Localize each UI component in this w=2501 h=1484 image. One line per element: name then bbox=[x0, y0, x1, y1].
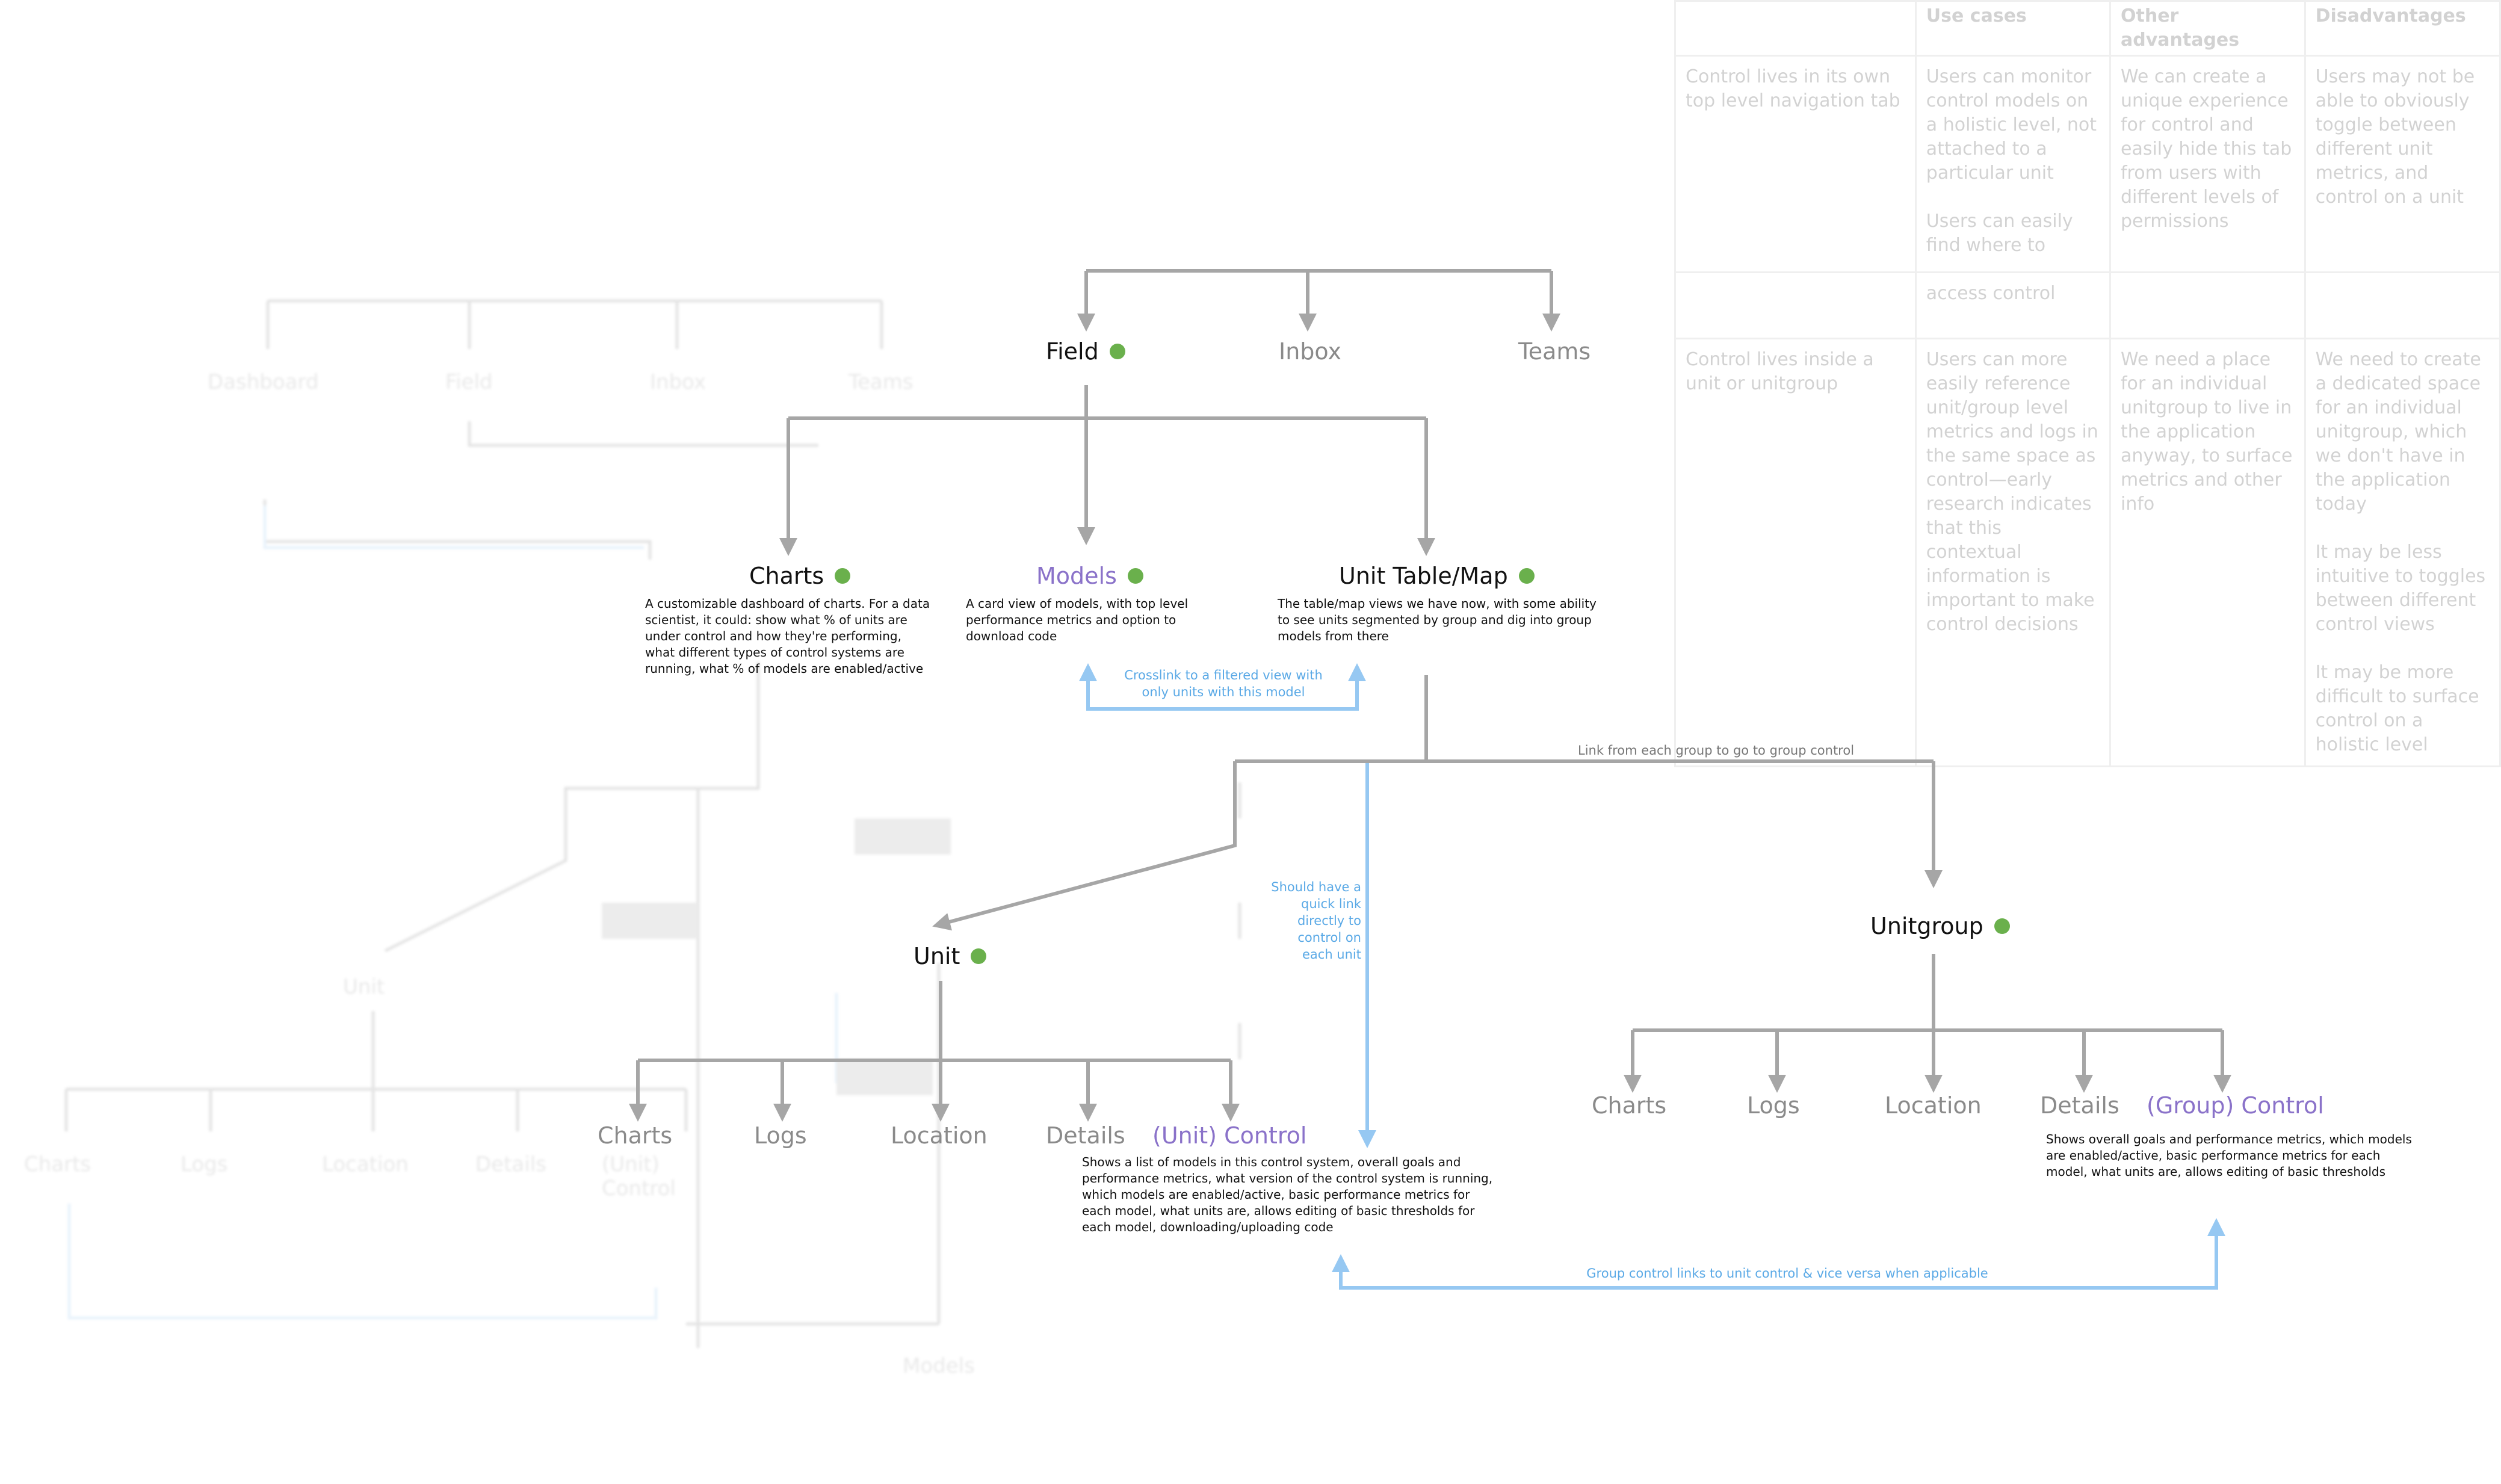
table-cell: We need a place for an individual unitgr… bbox=[2109, 338, 2306, 767]
table-cell: Users can monitor control models on a ho… bbox=[1914, 55, 2112, 273]
unit-control-description: Shows a list of models in this control s… bbox=[1082, 1155, 1493, 1234]
status-dot bbox=[1518, 568, 1535, 584]
node-group-location: Location bbox=[1885, 1092, 1982, 1119]
node-unit: Unit bbox=[914, 943, 987, 969]
table-cell bbox=[2304, 271, 2501, 339]
table-cell: Users may not be able to obviously toggl… bbox=[2304, 55, 2501, 273]
table-cell: Users can more easily reference unit/gro… bbox=[1914, 338, 2112, 767]
node-inbox: Inbox bbox=[1279, 338, 1341, 365]
table-row: Control lives in its own top level navig… bbox=[1674, 55, 2501, 273]
table-cell bbox=[1674, 271, 1917, 339]
table-row: access control bbox=[1674, 271, 2501, 339]
table-cell: We need to create a dedicated space for … bbox=[2304, 338, 2501, 767]
node-models-label: Models bbox=[1036, 563, 1117, 589]
node-unitgroup: Unitgroup bbox=[1870, 913, 2010, 939]
table-cell: access control bbox=[1914, 271, 2112, 339]
node-unit-control: (Unit) Control bbox=[1152, 1122, 1307, 1149]
unit-table-map-description: The table/map views we have now, with so… bbox=[1278, 596, 1597, 643]
quick-link-note: Should have a quick link directly to con… bbox=[1271, 880, 1361, 962]
node-unit-details: Details bbox=[1046, 1122, 1125, 1149]
ghost-charts: Charts bbox=[24, 1152, 91, 1176]
crosslink-models-note: Crosslink to a filtered view with only u… bbox=[1124, 668, 1323, 699]
node-unit-label: Unit bbox=[914, 943, 960, 969]
table-cell: We can create a unique experience for co… bbox=[2109, 55, 2306, 273]
table-header: Use cases bbox=[1914, 0, 2112, 57]
status-dot bbox=[1109, 344, 1125, 359]
node-field: Field bbox=[1046, 338, 1125, 365]
node-unit-logs: Logs bbox=[754, 1122, 807, 1149]
ghost-inbox: Inbox bbox=[650, 370, 706, 394]
node-unit-table-map-label: Unit Table/Map bbox=[1339, 563, 1508, 589]
status-dot bbox=[971, 948, 987, 964]
ghost-models: Models bbox=[903, 1354, 975, 1378]
status-dot bbox=[835, 568, 851, 584]
ghost-field: Field bbox=[445, 370, 493, 394]
node-group-charts: Charts bbox=[1592, 1092, 1667, 1119]
edge-to-unit bbox=[932, 761, 1237, 931]
table-cell: Control lives in its own top level navig… bbox=[1674, 55, 1917, 273]
group-unit-link-note: Group control links to unit control & vi… bbox=[1586, 1266, 1988, 1281]
group-control-description: Shows overall goals and performance metr… bbox=[2046, 1132, 2412, 1179]
status-dot bbox=[1127, 568, 1143, 584]
ghost-unit: Unit bbox=[343, 975, 385, 999]
node-unit-charts: Charts bbox=[598, 1122, 673, 1149]
node-unitgroup-label: Unitgroup bbox=[1870, 913, 1983, 939]
models-description: A card view of models, with top level pe… bbox=[966, 596, 1189, 643]
table-cell bbox=[2109, 271, 2306, 339]
node-teams: Teams bbox=[1518, 338, 1591, 365]
ghost-details: Details bbox=[475, 1152, 546, 1176]
node-field-label: Field bbox=[1046, 338, 1099, 365]
group-link-note: Link from each group to go to group cont… bbox=[1578, 743, 1855, 758]
table-cell: Control lives inside a unit or unitgroup bbox=[1674, 338, 1917, 767]
charts-description: A customizable dashboard of charts. For … bbox=[645, 596, 930, 676]
crosslink-models-unit-table bbox=[1079, 663, 1366, 711]
node-group-control: (Group) Control bbox=[2147, 1092, 2324, 1119]
node-group-details: Details bbox=[2040, 1092, 2119, 1119]
node-charts: Charts bbox=[749, 563, 851, 589]
ghost-teams: Teams bbox=[849, 370, 914, 394]
node-unit-location: Location bbox=[891, 1122, 988, 1149]
table-header bbox=[1674, 0, 1917, 57]
node-models: Models bbox=[1036, 563, 1143, 589]
ghost-control: (Unit) Control bbox=[602, 1152, 676, 1201]
ghost-location: Location bbox=[322, 1152, 409, 1176]
node-charts-label: Charts bbox=[749, 563, 824, 589]
node-group-logs: Logs bbox=[1747, 1092, 1800, 1119]
group-unit-control-link bbox=[1332, 1218, 2225, 1290]
ghost-logs: Logs bbox=[181, 1152, 228, 1176]
table-row: Control lives inside a unit or unitgroup… bbox=[1674, 338, 2501, 767]
ghost-dashboard: Dashboard bbox=[208, 370, 319, 394]
status-dot bbox=[1994, 918, 2010, 934]
table-header: Other advantages bbox=[2109, 0, 2306, 57]
node-unit-table-map: Unit Table/Map bbox=[1339, 563, 1535, 589]
comparison-table: Use cases Other advantages Disadvantages… bbox=[1674, 0, 2501, 767]
table-header: Disadvantages bbox=[2304, 0, 2501, 57]
